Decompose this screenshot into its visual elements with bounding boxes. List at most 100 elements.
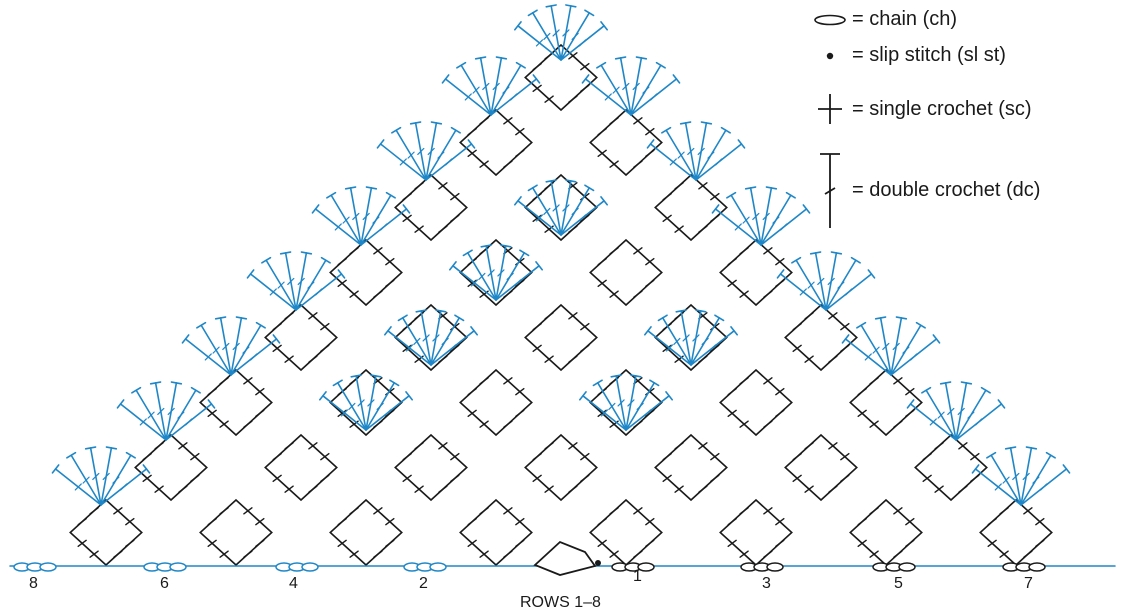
fan-dc-top xyxy=(84,446,97,450)
fan-dc-bar xyxy=(242,346,250,354)
fan-dc-bar xyxy=(665,344,674,352)
fan-dc-top xyxy=(841,334,850,344)
fan-dc-bar xyxy=(1022,472,1030,481)
fan-dc-top xyxy=(196,321,207,329)
fan-dc-bar xyxy=(617,399,625,407)
fan-dc-bar xyxy=(372,216,380,224)
dc-tick xyxy=(438,485,448,493)
mesh-cell xyxy=(69,498,143,567)
dc-tick xyxy=(320,452,330,461)
dc-tick xyxy=(467,387,477,396)
mesh-diamond xyxy=(459,238,533,307)
dc-tick xyxy=(308,442,318,450)
dc-tick xyxy=(308,312,318,320)
mesh-cell xyxy=(199,498,273,567)
fan-dc-bar xyxy=(562,204,570,212)
fan-dc-top xyxy=(714,314,725,322)
dc-tick xyxy=(438,442,448,450)
mesh-diamond xyxy=(784,433,858,502)
dc-tick xyxy=(597,149,607,158)
dc-tick xyxy=(272,344,282,353)
dc-tick xyxy=(804,485,814,493)
dc-tick xyxy=(479,507,489,515)
fan-dc-top xyxy=(474,56,487,60)
fan-dc-top xyxy=(1025,446,1038,450)
fan-dc-bar xyxy=(780,223,788,231)
fan-dc-bar xyxy=(112,476,120,484)
dc-tick xyxy=(633,117,643,125)
fan-dc-bar xyxy=(864,353,872,361)
dc-tick xyxy=(727,279,737,288)
fan-dc-top xyxy=(462,249,473,257)
fan-dc-bar xyxy=(677,151,685,159)
single-crochet-icon xyxy=(812,92,848,126)
dc-tick xyxy=(349,550,359,558)
fan-dc-top xyxy=(921,386,932,394)
fan-dc-bar xyxy=(297,277,305,286)
mesh-diamond xyxy=(784,303,858,372)
fan-dc-top xyxy=(272,334,281,344)
dc-tick xyxy=(337,279,347,288)
dc-tick xyxy=(532,84,542,93)
shell-fan xyxy=(581,56,681,116)
fan-dc-bar xyxy=(692,334,700,342)
dc-tick xyxy=(580,84,590,93)
dc-tick xyxy=(674,485,684,493)
fan-dc-bar xyxy=(1040,483,1048,491)
fan-dc-bar xyxy=(380,223,388,231)
dc-tick xyxy=(893,507,903,515)
dc-tick xyxy=(1023,550,1033,558)
shell-fan xyxy=(376,121,476,181)
legend-double-crochet: = double crochet (dc) xyxy=(812,150,1040,230)
dc-tick xyxy=(597,539,607,548)
dc-tick xyxy=(597,517,607,526)
mesh-diamond xyxy=(589,238,663,307)
chart-caption: ROWS 1–8 xyxy=(520,594,601,611)
fan-dc-bar xyxy=(682,334,690,342)
dc-tick xyxy=(580,214,590,223)
dc-tick xyxy=(970,452,980,461)
mesh-diamond xyxy=(459,368,533,437)
dc-tick xyxy=(272,474,282,483)
dc-tick xyxy=(479,420,489,428)
dc-tick xyxy=(633,507,643,515)
dc-tick xyxy=(763,377,773,385)
fan-dc-bar xyxy=(673,337,681,346)
dc-tick xyxy=(402,344,412,353)
fan-dc-bar xyxy=(342,216,350,224)
dc-tick xyxy=(467,279,477,288)
dc-tick xyxy=(662,344,672,353)
shell-fan xyxy=(644,309,738,366)
fan-dc-bar xyxy=(139,418,147,426)
dc-tick xyxy=(544,312,554,320)
fan-dc-bar xyxy=(552,204,560,212)
fan-dc-bar xyxy=(604,93,612,101)
dc-tick xyxy=(840,344,850,353)
shell-fan xyxy=(51,446,151,506)
mesh-cell xyxy=(524,433,598,502)
fan-dc-bar xyxy=(734,223,742,231)
fan-dc-bar xyxy=(669,158,677,166)
fan-dc-bar xyxy=(277,281,285,289)
dc-tick xyxy=(710,452,720,461)
dc-tick xyxy=(775,517,785,526)
fan-dc-bar xyxy=(470,279,479,287)
dc-tick xyxy=(207,517,217,526)
mesh-diamond xyxy=(524,43,598,112)
foundation-chains xyxy=(9,540,1116,576)
shell-fan xyxy=(514,4,608,61)
fan-dc-bar xyxy=(417,147,425,156)
fan-dc-top xyxy=(470,326,478,336)
mesh-cell xyxy=(784,433,858,502)
fan-dc-top xyxy=(332,379,343,387)
fan-dc-bar xyxy=(472,86,480,94)
fan-dc-top xyxy=(1004,446,1017,450)
mesh-cell xyxy=(329,368,403,437)
dc-tick xyxy=(633,550,643,558)
legend-chain-label: = chain (ch) xyxy=(852,8,958,30)
fan-dc-top xyxy=(246,269,255,279)
mesh-diamond xyxy=(459,108,533,177)
row-number-4: 4 xyxy=(289,575,298,592)
fan-dc-top xyxy=(657,314,668,322)
fan-dc-bar xyxy=(352,212,360,221)
